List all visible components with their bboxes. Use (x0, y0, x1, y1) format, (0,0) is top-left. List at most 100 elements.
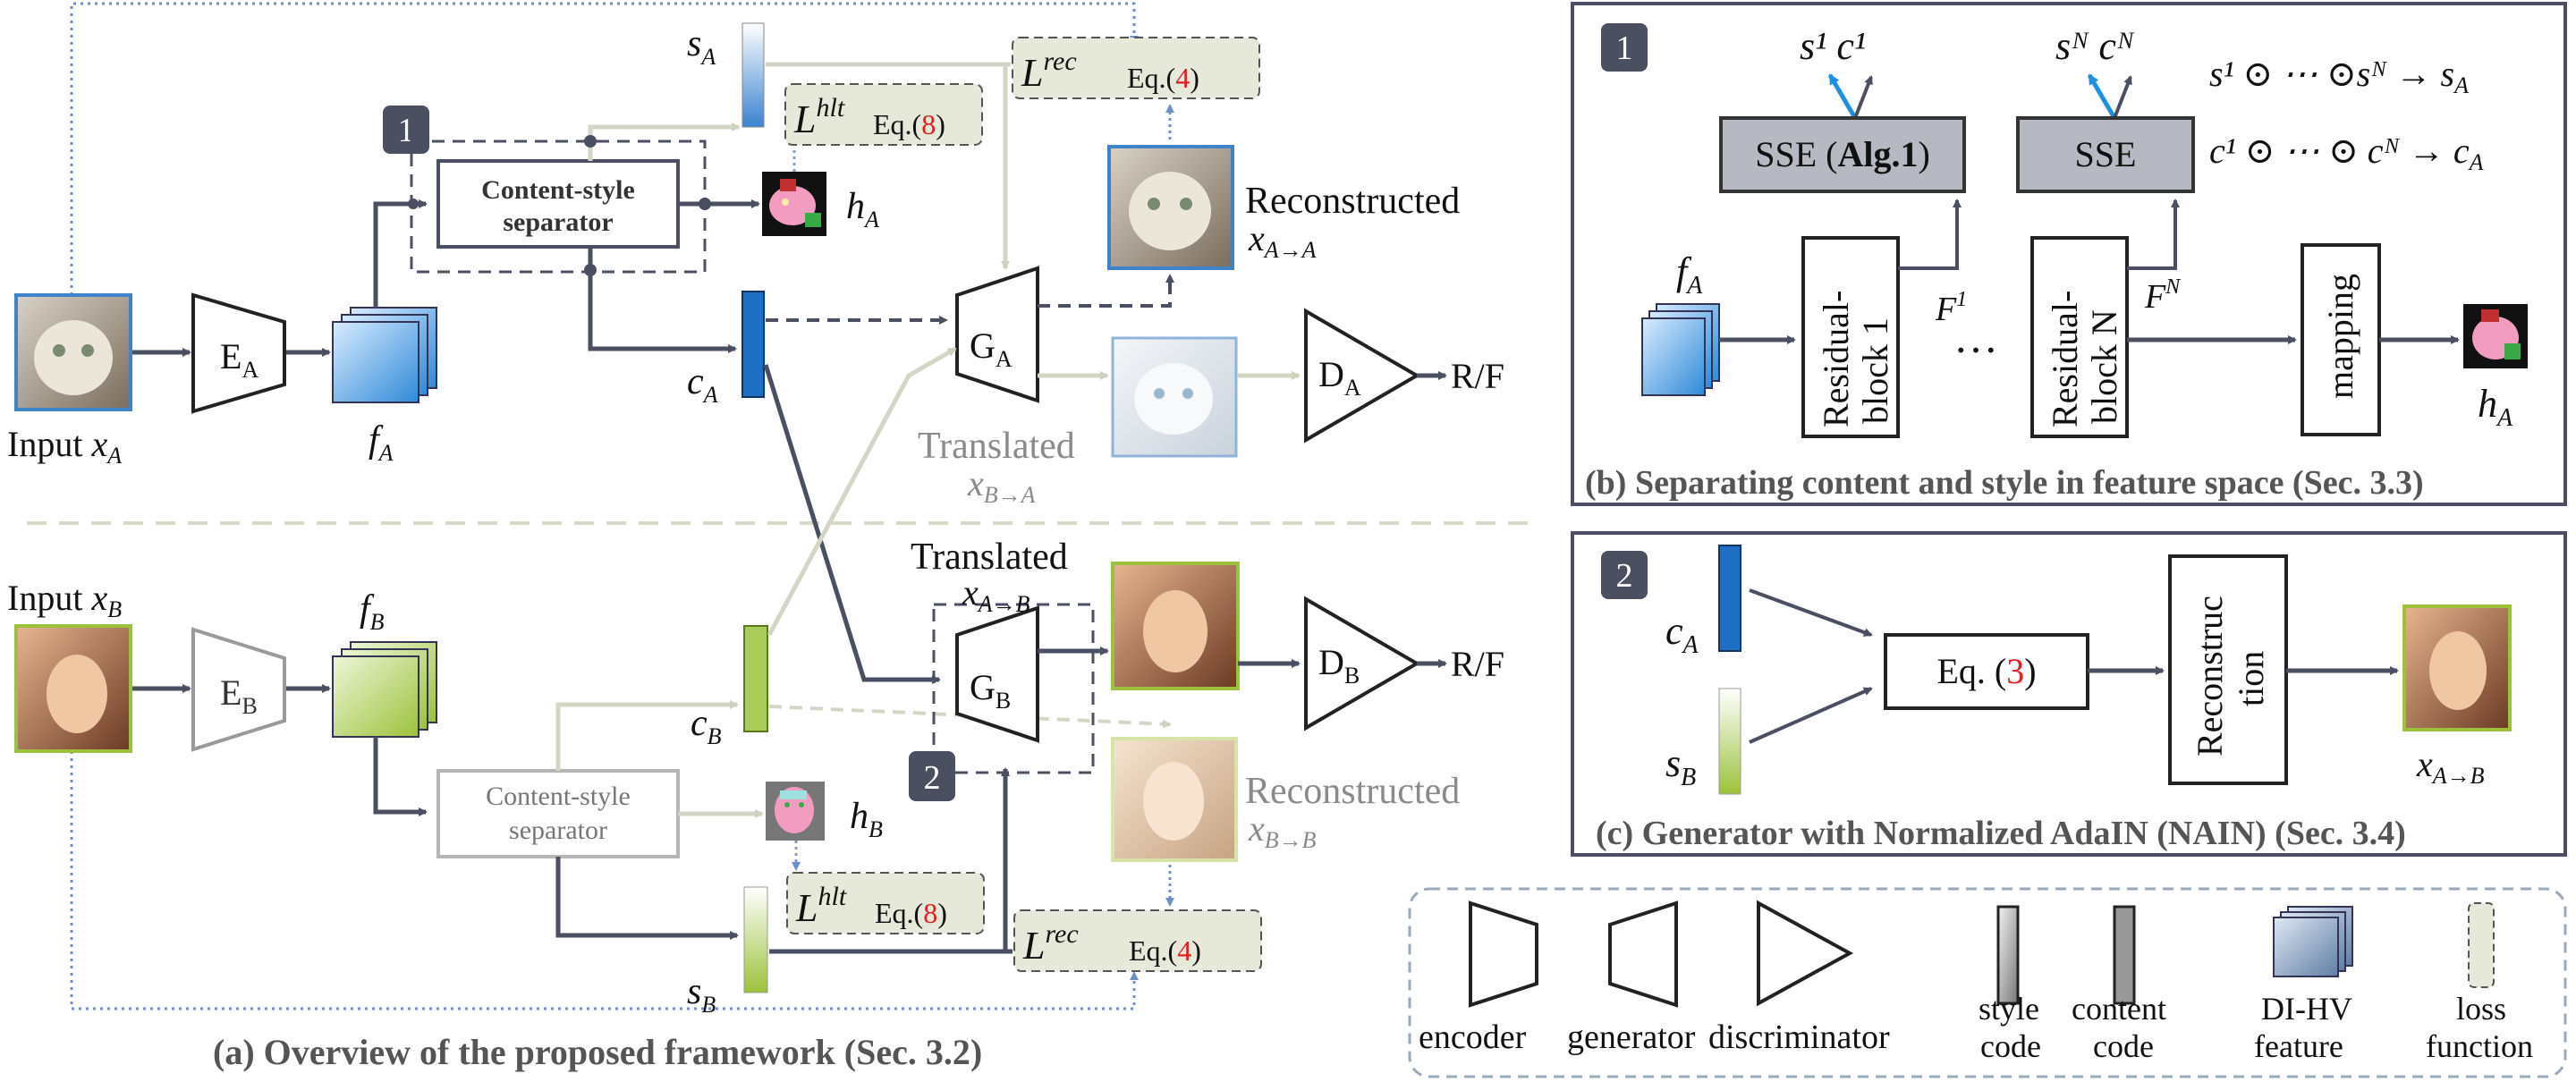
panel-c: 2 cA sB Eq. (3) Reconstruc tion xA→B (c)… (1571, 531, 2567, 857)
badge-2-a-text: 2 (924, 759, 941, 797)
feature-a (332, 307, 437, 403)
discriminator-a-label: DA (1318, 354, 1361, 401)
loss-hlt-a-label: Lhlt (793, 93, 845, 141)
generator-b (955, 605, 1039, 743)
eq3-box (1884, 633, 2089, 710)
dotted-feedback-bottom (70, 751, 1139, 1010)
x-a-to-a: xA→A (1248, 218, 1317, 263)
loss-rec-b (1013, 909, 1262, 972)
legend-generator-label: generator (1567, 1019, 1696, 1056)
legend-feature-icon (2273, 906, 2353, 977)
residual-block-1-line2: block 1 (1855, 317, 1895, 424)
formula-s: s¹ ⊙ ⋯ ⊙sᴺ → sA (2209, 54, 2469, 98)
encoder-b-label: EB (220, 672, 258, 719)
legend-discriminator-label: discriminator (1708, 1019, 1890, 1056)
content-code-a-label: cA (687, 361, 718, 408)
badge-2-a (909, 751, 955, 801)
generator-b-label: GB (970, 667, 1011, 714)
x-b-to-b: xB→B (1248, 808, 1317, 853)
legend-loss-line2: function (2426, 1028, 2533, 1064)
feature-b (332, 641, 437, 738)
legend-feature-line1: DI-HV (2261, 991, 2352, 1027)
output-c-label: xA→B (2416, 744, 2485, 789)
reconstructed-b-label: Reconstructed (1245, 771, 1460, 812)
dotted-feedback-top (70, 2, 1139, 295)
content-code-b-label: cB (691, 703, 722, 749)
style-code-a-label: sA (687, 23, 716, 70)
legend: encoder generator discriminator style co… (1408, 887, 2567, 1078)
caption-b: (b) Separating content and style in feat… (1585, 464, 2424, 502)
legend-style-line2: code (1980, 1028, 2041, 1064)
style-code-b (743, 886, 768, 993)
formula-c: c¹ ⊙ ⋯ ⊙ cᴺ → cA (2209, 131, 2484, 175)
heatmap-b (766, 782, 825, 841)
sb-c-label: sB (1665, 741, 1696, 791)
loss-hlt-b (786, 872, 985, 934)
separator-a-line1: Content-style (481, 175, 635, 205)
legend-loss-icon (2468, 902, 2495, 988)
fn-label: FN (2144, 275, 2182, 316)
ca-c-label: cA (1665, 609, 1699, 659)
legend-style-icon (1996, 905, 2020, 1005)
loss-hlt-b-label: Lhlt (795, 882, 847, 930)
generator-a-label: GA (970, 325, 1013, 372)
style-code-b-c (1718, 688, 1741, 795)
mapping-label: mapping (2320, 274, 2360, 399)
loss-rec-a-eq: Eq.(4) (1127, 62, 1199, 94)
legend-style-line1: style (1979, 991, 2039, 1027)
translated-a-to-b-label: Translated (911, 537, 1068, 578)
separator-b-line1: Content-style (486, 782, 631, 811)
s1-c1-label: s¹ c¹ (1800, 24, 1866, 68)
content-code-b (743, 625, 768, 732)
panel-a: Input xA EA fA 1 Content-style separator (7, 2, 1538, 1072)
feature-a-label: fA (369, 419, 394, 466)
loss-hlt-a (784, 83, 983, 146)
loss-hlt-a-eq: Eq.(8) (873, 108, 945, 140)
input-b-label: Input xB (7, 578, 122, 622)
content-code-a-c (1718, 545, 1741, 652)
rf-a: R/F (1451, 356, 1504, 396)
legend-loss-line1: loss (2456, 991, 2506, 1027)
reconstruction-line2: tion (2231, 651, 2271, 706)
loss-rec-a (1012, 37, 1260, 99)
encoder-a (191, 292, 286, 414)
legend-content-line1: content (2072, 991, 2166, 1027)
badge-2-c-text: 2 (1616, 557, 1633, 595)
f1-label: F1 (1935, 288, 1967, 328)
content-style-separator-a (436, 159, 680, 249)
loss-rec-b-eq: Eq.(4) (1129, 934, 1201, 967)
residual-block-1-line1: Residual- (1816, 291, 1856, 427)
loss-rec-a-label: Lrec (1021, 46, 1077, 95)
sn-cn-label: sᴺ cᴺ (2055, 24, 2135, 68)
residual-block-n-line2: block N (2084, 309, 2124, 424)
legend-content-line2: code (2093, 1028, 2154, 1064)
panel-b: 1 s¹ c¹ sᴺ cᴺ s¹ ⊙ ⋯ ⊙sᴺ → sA c¹ ⊙ ⋯ ⊙ c… (1571, 2, 2567, 506)
sse-box-1 (1719, 116, 1966, 193)
content-code-a (741, 291, 765, 398)
discriminator-b (1304, 596, 1420, 731)
separator-a-line2: separator (503, 207, 613, 237)
reconstructed-a-label: Reconstructed (1245, 181, 1460, 222)
encoder-a-label: EA (220, 336, 258, 383)
style-code-a (741, 22, 765, 128)
caption-a: (a) Overview of the proposed framework (… (213, 1032, 982, 1072)
encoder-b (191, 627, 286, 752)
legend-content-icon (2113, 905, 2136, 1005)
discriminator-a (1304, 308, 1420, 444)
x-a-to-b: xA→B (962, 572, 1030, 617)
heatmap-a (762, 172, 826, 236)
sse-box-n (2016, 116, 2195, 193)
legend-generator-icon (1608, 900, 1678, 1008)
heatmap-a-b (2463, 304, 2528, 368)
residual-block-n-line1: Residual- (2045, 291, 2085, 427)
heatmap-b-label: hB (850, 796, 883, 842)
residual-block-n (2030, 236, 2129, 438)
mapping-block (2301, 243, 2381, 436)
loss-hlt-b-eq: Eq.(8) (875, 897, 947, 929)
badge-1-b-text: 1 (1616, 30, 1633, 67)
sse-box-1-label: SSE (Alg.1) (1755, 134, 1930, 174)
reconstruction-block (2168, 554, 2288, 785)
cat-face-a (34, 320, 113, 395)
feature-b-label: fB (360, 588, 385, 635)
